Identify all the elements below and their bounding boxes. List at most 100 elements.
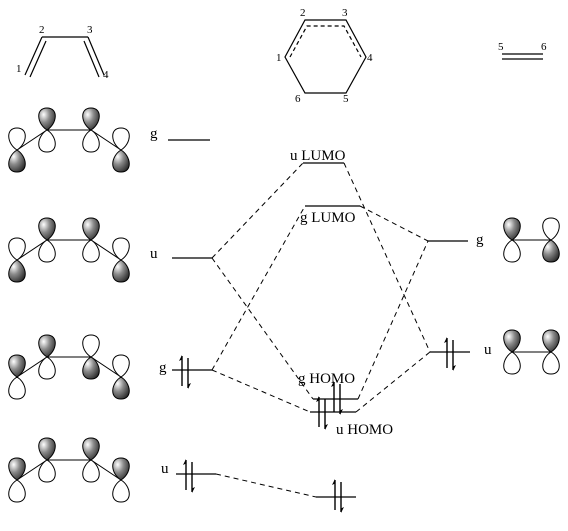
butadiene-atom-2: 2	[39, 24, 45, 36]
label-u-homo: u HOMO	[336, 422, 393, 438]
butadiene-p-orbital-4	[112, 237, 130, 283]
butadiene-p-orbital-3-lower-lobe	[82, 356, 100, 380]
ethylene-p-orbital-1-lower-lobe	[503, 351, 521, 375]
ethylene-sym-homo: u	[484, 342, 492, 358]
butadiene-atom-1: 1	[16, 63, 22, 75]
butadiene-p-orbital-4	[112, 127, 130, 173]
ring-atom-2: 2	[300, 7, 306, 19]
label-u-lumo: u LUMO	[290, 148, 346, 164]
butadiene-p-orbital-2-upper-lobe	[38, 437, 56, 461]
butadiene-p-orbital-1-lower-lobe	[8, 259, 26, 283]
butadiene-p-orbital-2-lower-lobe	[38, 356, 56, 380]
cyclohexene-structure	[284, 19, 367, 94]
butadiene-bond-skeleton	[16, 459, 122, 481]
butadiene-bond-skeleton	[16, 239, 122, 261]
butadiene-p-orbital-1-upper-lobe	[8, 457, 26, 481]
ethylene-p-orbital-1	[503, 329, 521, 375]
down-arrow-icon-head	[340, 409, 343, 415]
butadiene-p-orbital-2	[38, 217, 56, 263]
butadiene-p-orbital-1	[8, 237, 26, 283]
ethylene-p-orbital-2-upper-lobe	[542, 217, 560, 241]
ethylene-p-orbital-1	[503, 217, 521, 263]
butadiene-sym-3: u	[150, 246, 158, 262]
butadiene-p-orbital-4-upper-lobe	[112, 457, 130, 481]
down-arrow-icon-head	[325, 424, 328, 430]
butadiene-p-orbital-2-lower-lobe	[38, 459, 56, 483]
ethylene-p-orbital-2	[542, 217, 560, 263]
ethylene-structure	[502, 53, 543, 60]
ethylene-sym-lumo: g	[476, 232, 484, 248]
ethylene-p-orbital-1-upper-lobe	[503, 217, 521, 241]
butadiene-bond-skeleton	[16, 129, 122, 151]
butadiene-p-orbital-4-upper-lobe	[112, 237, 130, 261]
butadiene-p-orbital-2-upper-lobe	[38, 217, 56, 241]
butadiene-p-orbital-3	[82, 334, 100, 380]
butadiene-p-orbital-3-upper-lobe	[82, 334, 100, 358]
up-arrow-icon-head	[179, 355, 182, 361]
down-arrow-icon-head	[192, 487, 195, 493]
butadiene-orbital-row-3	[8, 334, 130, 400]
ring-atom-4: 4	[367, 52, 373, 64]
butadiene-p-orbital-3-lower-lobe	[82, 129, 100, 153]
electron-pair-butadiene-1	[183, 459, 195, 493]
ring-atom-6: 6	[295, 93, 301, 105]
butadiene-p-orbital-3	[82, 217, 100, 263]
butadiene-structure	[24, 36, 105, 78]
butadiene-atom-3: 3	[87, 24, 93, 36]
correlation-lines	[211, 162, 431, 498]
up-arrow-icon-head	[316, 396, 319, 402]
ethylene-orbital-row-2	[503, 329, 560, 375]
butadiene-orbital-row-2	[8, 217, 130, 283]
butadiene-sym-4: g	[150, 126, 158, 142]
ethylene-p-orbital-2	[542, 329, 560, 375]
butadiene-p-orbital-1	[8, 127, 26, 173]
butadiene-p-orbital-2	[38, 334, 56, 380]
electron-pairs	[179, 337, 456, 513]
butadiene-p-orbital-2	[38, 107, 56, 153]
butadiene-orbital-row-1	[8, 107, 130, 173]
butadiene-orbital-drawings	[8, 107, 130, 503]
butadiene-sym-2: g	[159, 360, 167, 376]
butadiene-p-orbital-1-lower-lobe	[8, 479, 26, 503]
butadiene-p-orbital-1	[8, 354, 26, 400]
electron-pair-butadiene-2	[179, 355, 191, 389]
ethylene-atom-6: 6	[541, 41, 547, 53]
butadiene-p-orbital-3-upper-lobe	[82, 107, 100, 131]
butadiene-p-orbital-4	[112, 457, 130, 503]
butadiene-p-orbital-3-lower-lobe	[82, 459, 100, 483]
butadiene-p-orbital-4-upper-lobe	[112, 354, 130, 378]
ethylene-atom-5: 5	[498, 41, 504, 53]
butadiene-p-orbital-1-lower-lobe	[8, 149, 26, 173]
up-arrow-icon-head	[331, 381, 334, 387]
butadiene-p-orbital-1-upper-lobe	[8, 354, 26, 378]
butadiene-bond-skeleton	[16, 356, 122, 378]
butadiene-p-orbital-3	[82, 437, 100, 483]
butadiene-p-orbital-4	[112, 354, 130, 400]
label-g-lumo: g LUMO	[300, 210, 356, 226]
ring-atom-1: 1	[276, 52, 282, 64]
up-arrow-icon-head	[183, 459, 186, 465]
butadiene-p-orbital-2	[38, 437, 56, 483]
ethylene-p-orbital-2-lower-lobe	[542, 239, 560, 263]
butadiene-p-orbital-2-lower-lobe	[38, 239, 56, 263]
ethylene-p-orbital-1-lower-lobe	[503, 239, 521, 263]
electron-pair-product-u-homo	[316, 396, 328, 430]
ethylene-p-orbital-1-upper-lobe	[503, 329, 521, 353]
ethylene-p-orbital-2-lower-lobe	[542, 351, 560, 375]
ring-atom-5: 5	[343, 93, 349, 105]
ethylene-p-orbital-2-upper-lobe	[542, 329, 560, 353]
down-arrow-icon-head	[188, 383, 191, 389]
butadiene-p-orbital-4-lower-lobe	[112, 376, 130, 400]
butadiene-sym-1: u	[161, 461, 169, 477]
electron-pair-product-lowest	[332, 479, 344, 513]
butadiene-atom-4: 4	[103, 69, 109, 81]
butadiene-p-orbital-1-upper-lobe	[8, 237, 26, 261]
butadiene-p-orbital-1	[8, 457, 26, 503]
butadiene-p-orbital-4-lower-lobe	[112, 149, 130, 173]
down-arrow-icon-head	[453, 365, 456, 371]
up-arrow-icon-head	[332, 479, 335, 485]
butadiene-p-orbital-2-upper-lobe	[38, 107, 56, 131]
label-g-homo: g HOMO	[298, 371, 355, 387]
